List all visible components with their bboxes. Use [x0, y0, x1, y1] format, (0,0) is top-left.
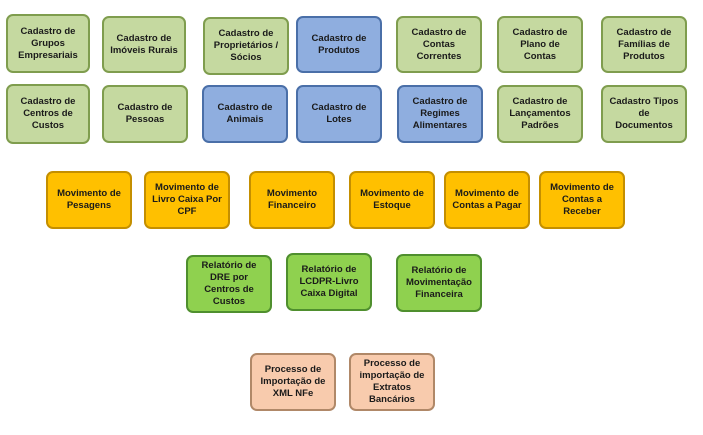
- relatorio-movimentacao-financeira-button[interactable]: Relatório de Movimentação Financeira: [396, 254, 482, 312]
- cadastro-lotes-button[interactable]: Cadastro de Lotes: [296, 85, 382, 143]
- cadastro-contas-correntes-button[interactable]: Cadastro de Contas Correntes: [396, 16, 482, 73]
- cadastro-centros-de-custos-button[interactable]: Cadastro de Centros de Custos: [6, 84, 90, 144]
- cadastro-tipos-de-documentos-button[interactable]: Cadastro Tipos de Documentos: [601, 85, 687, 143]
- cadastro-regimes-alimentares-button[interactable]: Cadastro de Regimes Alimentares: [397, 85, 483, 143]
- movimento-livro-caixa-cpf-button[interactable]: Movimento de Livro Caixa Por CPF: [144, 171, 230, 229]
- cadastro-lancamentos-padroes-button[interactable]: Cadastro de Lançamentos Padrões: [497, 85, 583, 143]
- movimento-contas-a-receber-button[interactable]: Movimento de Contas a Receber: [539, 171, 625, 229]
- movimento-financeiro-button[interactable]: Movimento Financeiro: [249, 171, 335, 229]
- processo-importacao-xml-nfe-button[interactable]: Processo de Importação de XML NFe: [250, 353, 336, 411]
- movimento-estoque-button[interactable]: Movimento de Estoque: [349, 171, 435, 229]
- cadastro-proprietarios-socios-button[interactable]: Cadastro de Proprietários / Sócios: [203, 17, 289, 75]
- cadastro-pessoas-button[interactable]: Cadastro de Pessoas: [102, 85, 188, 143]
- movimento-contas-a-pagar-button[interactable]: Movimento de Contas a Pagar: [444, 171, 530, 229]
- cadastro-animais-button[interactable]: Cadastro de Animais: [202, 85, 288, 143]
- relatorio-dre-centros-custos-button[interactable]: Relatório de DRE por Centros de Custos: [186, 255, 272, 313]
- cadastro-imoveis-rurais-button[interactable]: Cadastro de Imóveis Rurais: [102, 16, 186, 73]
- processo-importacao-extratos-bancarios-button[interactable]: Processo de importação de Extratos Bancá…: [349, 353, 435, 411]
- movimento-pesagens-button[interactable]: Movimento de Pesagens: [46, 171, 132, 229]
- cadastro-produtos-button[interactable]: Cadastro de Produtos: [296, 16, 382, 73]
- cadastro-grupos-empresariais-button[interactable]: Cadastro de Grupos Empresariais: [6, 14, 90, 73]
- relatorio-lcdpr-livro-caixa-button[interactable]: Relatório de LCDPR-Livro Caixa Digital: [286, 253, 372, 311]
- cadastro-plano-de-contas-button[interactable]: Cadastro de Plano de Contas: [497, 16, 583, 73]
- cadastro-familias-de-produtos-button[interactable]: Cadastro de Famílias de Produtos: [601, 16, 687, 73]
